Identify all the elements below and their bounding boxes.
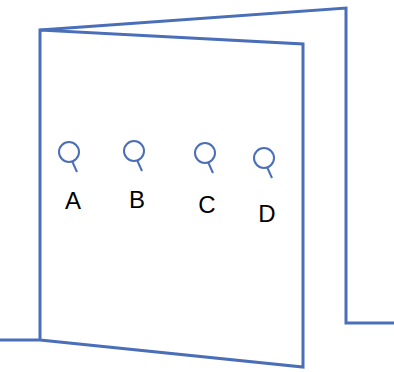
pin-tail bbox=[208, 162, 213, 173]
pin-symbol bbox=[195, 143, 215, 163]
front-panel bbox=[0, 30, 303, 367]
pin-label: B bbox=[129, 188, 145, 212]
pin-label: C bbox=[198, 193, 215, 217]
pin-tail bbox=[137, 160, 142, 171]
pin-label: A bbox=[65, 189, 81, 213]
pin-tail bbox=[267, 167, 272, 178]
pin-tail bbox=[72, 161, 77, 172]
pin-symbol bbox=[254, 148, 274, 168]
pin-label: D bbox=[258, 202, 275, 226]
back-panel bbox=[40, 8, 394, 323]
pin-symbol bbox=[124, 141, 144, 161]
pin-symbol bbox=[59, 142, 79, 162]
